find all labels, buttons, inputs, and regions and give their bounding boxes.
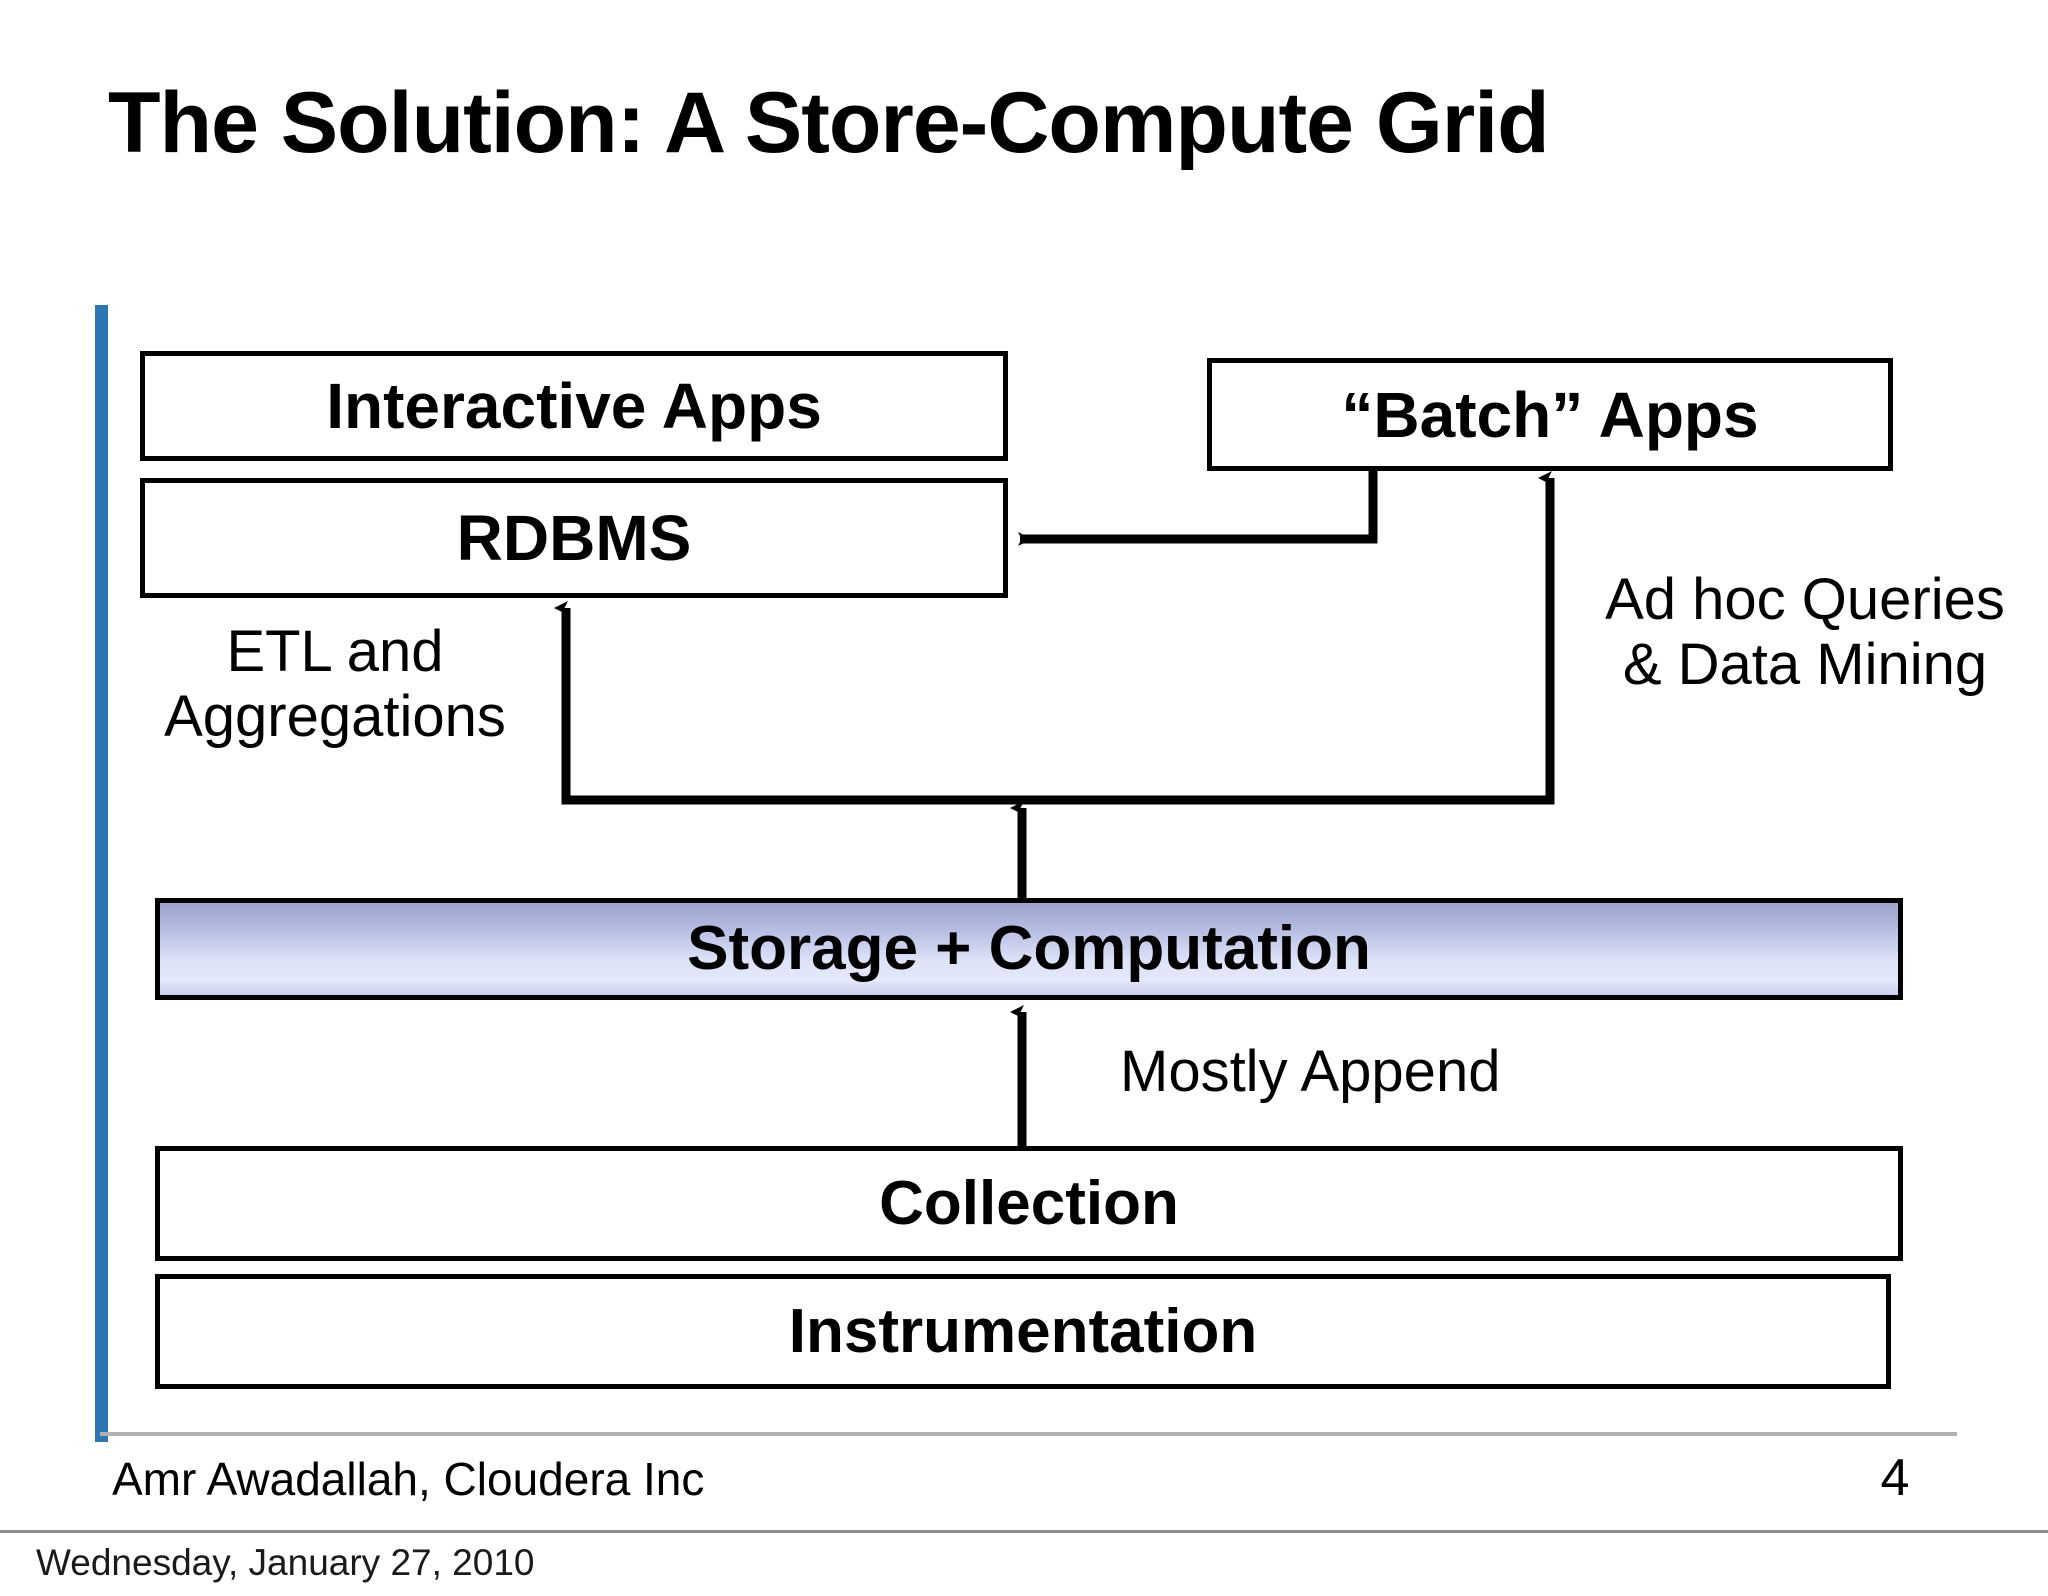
bottom-strip (0, 1530, 2048, 1596)
left-accent-bar (95, 305, 108, 1442)
box-rdbms[interactable]: RDBMS (140, 478, 1008, 598)
connector-storage-to-batch-apps (1022, 471, 1555, 805)
bottom-date: Wednesday, January 27, 2010 (36, 1542, 535, 1583)
label-etl-aggregations: ETL and Aggregations (164, 619, 506, 749)
box-interactive-apps[interactable]: Interactive Apps (140, 351, 1008, 461)
connector-storage-to-rdbms (554, 601, 1022, 805)
page-number: 4 (1880, 1449, 1910, 1507)
footer-author: Amr Awadallah, Cloudera Inc (112, 1453, 705, 1505)
page-title: The Solution: A Store-Compute Grid (108, 75, 1550, 171)
box-collection[interactable]: Collection (155, 1146, 1903, 1261)
slide-canvas: The Solution: A Store-Compute Grid (95, 75, 2005, 1507)
box-instrumentation[interactable]: Instrumentation (155, 1274, 1891, 1389)
label-mostly-append: Mostly Append (1120, 1039, 1501, 1104)
connector-batch-apps-to-rdbms (1018, 471, 1378, 546)
label-adhoc-queries: Ad hoc Queries & Data Mining (1605, 567, 2005, 697)
box-storage-computation[interactable]: Storage + Computation (155, 898, 1903, 1000)
box-batch-apps[interactable]: “Batch” Apps (1207, 358, 1893, 471)
footer-divider (100, 1432, 1957, 1436)
